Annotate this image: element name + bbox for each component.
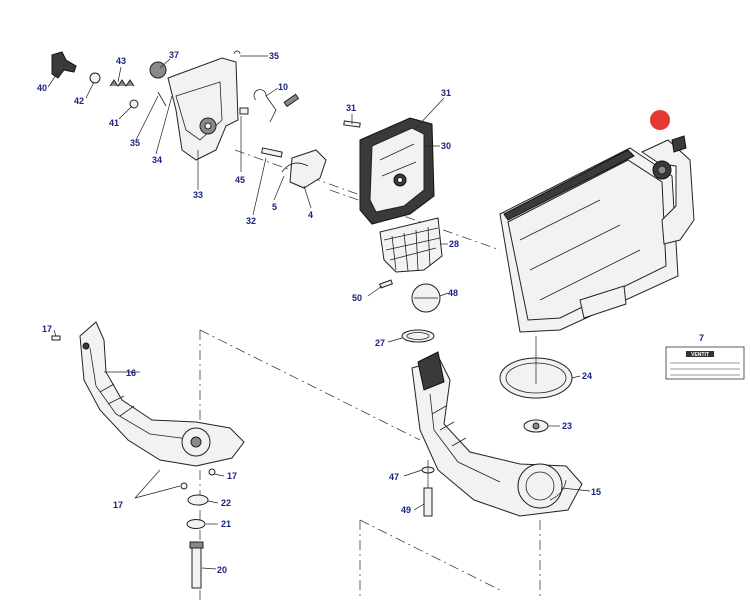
leader-lines: [47, 55, 591, 570]
bolt-part-32: [261, 147, 283, 158]
callout-40: 40: [37, 83, 47, 93]
bushing-part-45: [239, 107, 249, 115]
callout-27: 27: [375, 338, 385, 348]
washer-part-22: [187, 494, 209, 506]
callout-37: 37: [169, 50, 179, 60]
seal-assembly: [499, 336, 573, 433]
screw-part-17: [51, 335, 61, 341]
washer-part-21: [186, 519, 206, 529]
callout-15: 15: [591, 487, 601, 497]
callout-16: 16: [126, 368, 136, 378]
knob-part-40: [51, 51, 77, 79]
spring-part-10: [253, 89, 277, 123]
callout-50: 50: [352, 293, 362, 303]
callout-10: 10: [278, 82, 288, 92]
callout-17-left: 17: [113, 500, 123, 510]
callout-21: 21: [221, 519, 231, 529]
callout-33: 33: [193, 190, 203, 200]
screw-part-50: [379, 279, 393, 289]
cover-part-4: [289, 149, 327, 189]
pedal-bracket-part-33: [167, 57, 239, 161]
callout-32: 32: [246, 216, 256, 226]
callout-20: 20: [217, 565, 227, 575]
callout-48: 48: [448, 288, 458, 298]
callout-22: 22: [221, 498, 231, 508]
callout-41: 41: [109, 118, 119, 128]
bolt-part-20: [191, 543, 202, 589]
callout-42: 42: [74, 96, 84, 106]
callout-17-top: 17: [42, 324, 52, 334]
callout-4: 4: [308, 210, 313, 220]
lever-assembly: [51, 50, 327, 189]
callout-17-right: 17: [227, 471, 237, 481]
washer-part-42: [89, 72, 101, 84]
callout-30: 30: [441, 141, 451, 151]
mount-bracket: [640, 139, 695, 245]
display-panel-assembly: [499, 135, 695, 333]
callout-35-top: 35: [269, 51, 279, 61]
callout-7: 7: [699, 333, 704, 343]
callout-labels: 40 42 43 41 35 37 35 10 34 33 45 32 5 4 …: [37, 50, 704, 575]
screw-part-17b: [208, 468, 216, 476]
pin-part-35: [157, 91, 167, 107]
sensor-part-10: [283, 93, 300, 108]
decal-brand-text: VENTIT: [691, 352, 709, 358]
callout-49: 49: [401, 505, 411, 515]
decal-part-7: VENTIT: [665, 346, 745, 380]
callout-45: 45: [235, 175, 245, 185]
callout-34: 34: [152, 155, 162, 165]
mounting-arm-16: [51, 321, 245, 589]
mounting-arm-15: [411, 351, 583, 517]
spring-part-43: [109, 79, 135, 87]
callout-23: 23: [562, 421, 572, 431]
callout-35-left: 35: [130, 138, 140, 148]
callout-28: 28: [449, 239, 459, 249]
filter-part-28: [379, 217, 443, 273]
callout-31-right: 31: [441, 88, 451, 98]
clip-part-35: [233, 50, 241, 55]
oring-part-27: [401, 329, 435, 343]
callout-43: 43: [116, 56, 126, 66]
screw-part-17c: [180, 482, 188, 490]
arm-part-16: [79, 321, 245, 467]
filter-assembly: [379, 217, 443, 343]
callout-24: 24: [582, 371, 592, 381]
callout-31-left: 31: [346, 103, 356, 113]
bolt-part-49: [423, 487, 433, 517]
housing-assembly: [343, 117, 435, 225]
callout-47: 47: [389, 472, 399, 482]
strap-part-5: [281, 162, 309, 173]
red-marker-dot: [650, 110, 670, 130]
callout-5: 5: [272, 202, 277, 212]
